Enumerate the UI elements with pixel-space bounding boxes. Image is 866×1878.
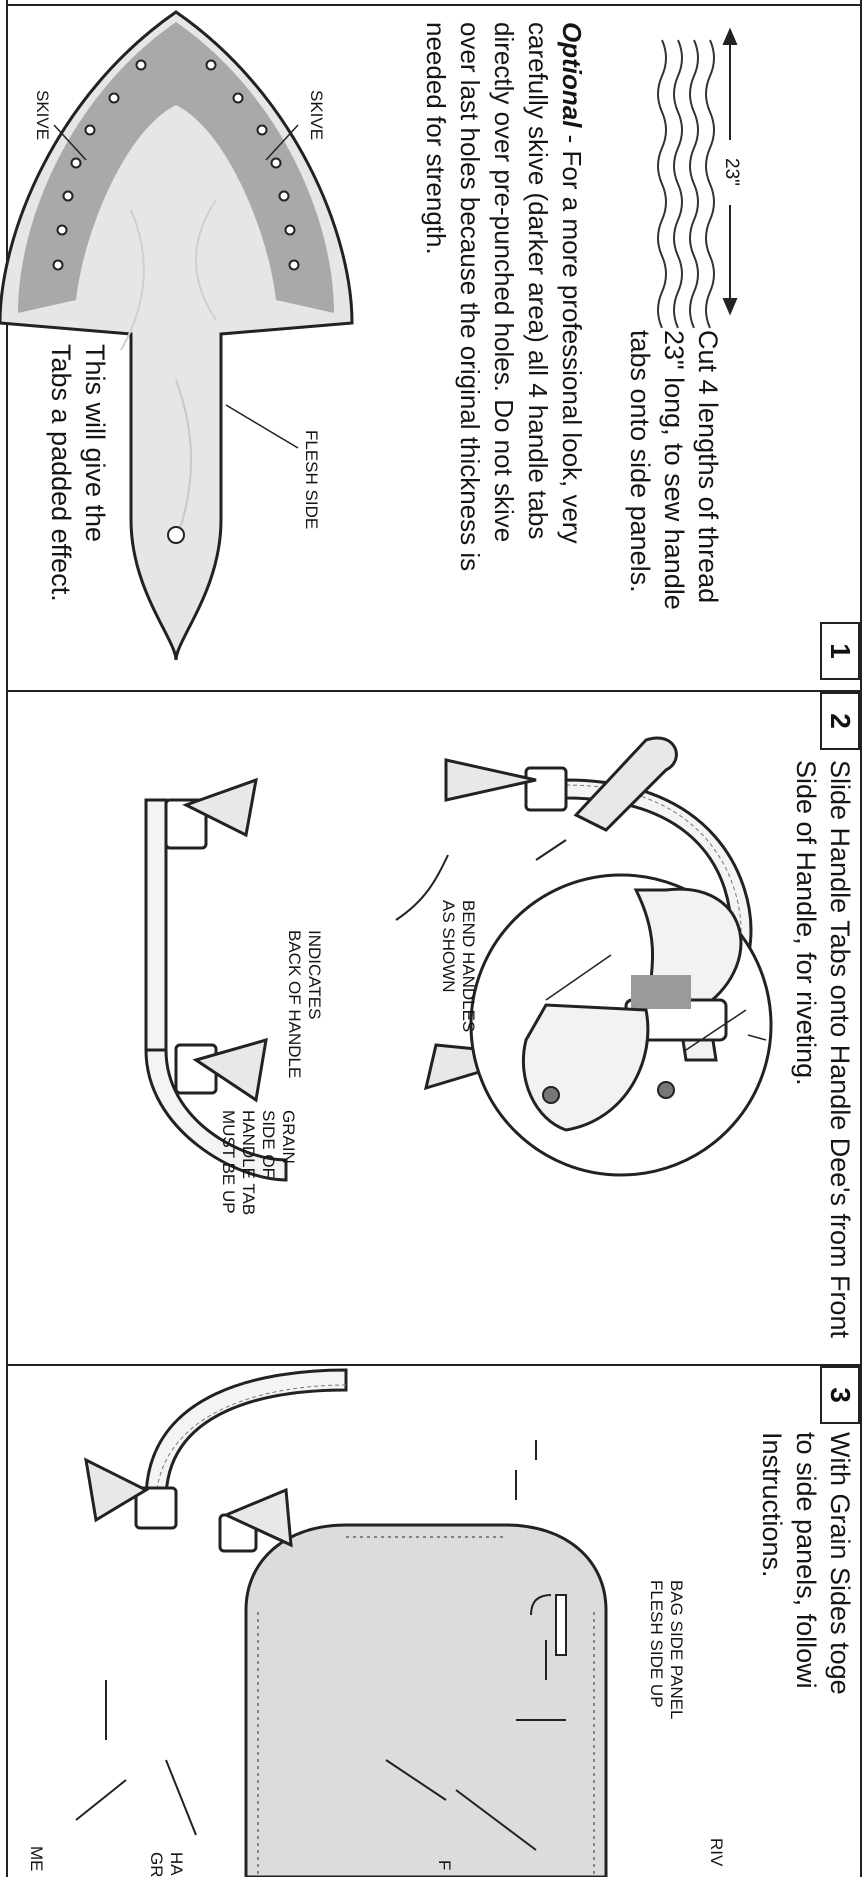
padded-effect-line-2: Tabs a padded effect. — [44, 344, 77, 602]
riv-label: RIV — [706, 1838, 726, 1866]
step-3-instruction-line-2: to side panels, followi — [789, 1432, 822, 1689]
step-3-leaders — [76, 1440, 536, 1850]
skive-label-bottom: SKIVE — [32, 90, 52, 140]
step-2-leaders — [546, 955, 766, 1050]
grain-label-4: MUST BE UP — [218, 1110, 238, 1214]
optional-label: Optional — [557, 22, 587, 127]
step-2-instruction-line-2: Side of Handle, for riveting. — [789, 760, 822, 1086]
step-2-number: 2 — [820, 692, 860, 750]
indicates-label-1: INDICATES — [304, 930, 324, 1019]
padded-effect-line-1: This will give the — [78, 344, 111, 542]
grain-label-3: HANDLE TAB — [238, 1110, 258, 1215]
step-3-number: 3 — [820, 1366, 860, 1424]
f-label: F — [434, 1860, 454, 1870]
step-1-optional-line-3: directly over pre-punched holes. Do not … — [487, 22, 520, 542]
step-1-cut-line-1: Cut 4 lengths of thread — [691, 330, 724, 603]
optional-text-1: - For a more professional look, very — [557, 127, 587, 543]
panel-divider-1 — [6, 690, 862, 692]
panel-slots — [516, 1595, 566, 1720]
indicates-label-2: BACK OF HANDLE — [284, 930, 304, 1078]
bag-panel-label-2: FLESH SIDE UP — [646, 1580, 666, 1708]
handle-step-3 — [86, 1370, 346, 1551]
step-1-optional-line-4: over last holes because the original thi… — [453, 22, 486, 571]
step-3-instruction-line-3: Instructions. — [755, 1432, 788, 1578]
thread-length-label: 23" — [720, 158, 742, 186]
panel-divider-2 — [6, 1364, 862, 1366]
bend-handles-label-1: BEND HANDLES — [458, 900, 478, 1032]
thread-lines — [658, 40, 714, 328]
step-3-instruction-line-1: With Grain Sides toge — [823, 1432, 856, 1695]
me-label: ME — [26, 1846, 46, 1872]
grain-label-1: GRAIN — [278, 1110, 298, 1164]
bag-panel-label-1: BAG SIDE PANEL — [666, 1580, 686, 1720]
step-1-optional-line-2: carefully skive (darker area) all 4 hand… — [521, 22, 554, 539]
handle-label-1: HA — [166, 1852, 186, 1876]
step-1-cut-line-2: 23" long, to sew handle — [657, 330, 690, 610]
bag-side-panel — [246, 1525, 606, 1877]
detail-circle — [471, 875, 771, 1175]
handle-label-2: GR — [146, 1852, 166, 1878]
grain-label-2: SIDE OF — [258, 1110, 278, 1178]
step-1-optional-line-1: Optional - For a more professional look,… — [555, 22, 588, 544]
step-1-optional-line-5: needed for strength. — [419, 22, 452, 255]
slide-arrows — [396, 840, 566, 920]
step-1-cut-line-3: tabs onto side panels. — [623, 330, 656, 593]
flesh-side-label: FLESH SIDE — [301, 430, 321, 529]
step-2-instruction-line-1: Slide Handle Tabs onto Handle Dee's from… — [823, 760, 856, 1338]
bend-handles-label-2: AS SHOWN — [438, 900, 458, 993]
skive-label-top: SKIVE — [306, 90, 326, 140]
